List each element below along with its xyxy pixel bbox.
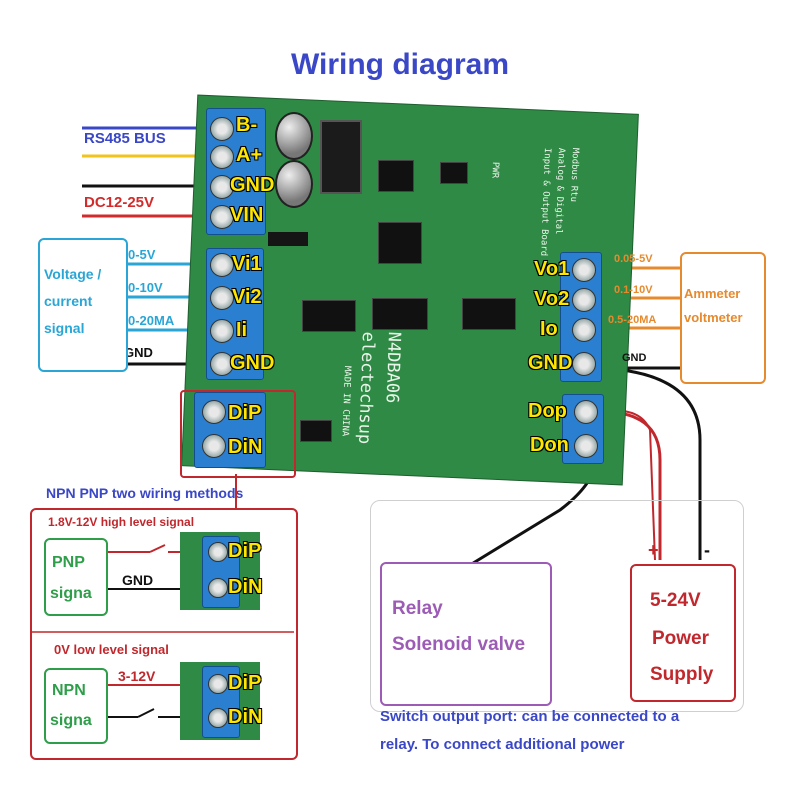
- chip-right: [462, 298, 516, 330]
- pin-vo2: Vo2: [534, 288, 570, 310]
- capacitor-top: [275, 112, 313, 160]
- relay-line1: Relay: [392, 598, 443, 619]
- screw: [202, 400, 226, 424]
- screw: [572, 258, 596, 282]
- pnp-gnd-label: GND: [122, 572, 154, 588]
- power-minus: -: [704, 540, 710, 560]
- rs485-label: RS485 BUS: [84, 130, 166, 147]
- pnp-label-2: signa: [50, 585, 92, 602]
- pin-gnd-output: GND: [528, 352, 573, 374]
- pin-io: Io: [540, 318, 558, 340]
- pnp-label-1: PNP: [52, 554, 85, 571]
- label-0-05-5v: 0.05-5V: [614, 253, 653, 265]
- screw: [202, 434, 226, 458]
- pin-vo1: Vo1: [534, 258, 570, 280]
- npn-box: [44, 668, 108, 744]
- meter-box-line1: Ammeter: [684, 286, 741, 301]
- pin-don: Don: [530, 434, 569, 456]
- pin-vin: VIN: [230, 204, 264, 226]
- meter-box: [680, 252, 766, 384]
- screw: [210, 175, 234, 199]
- diagram-title: Wiring diagram: [290, 48, 510, 81]
- label-0-10v: 0-10V: [128, 280, 163, 295]
- pin-b-minus: B-: [236, 114, 258, 136]
- high-level-label: 1.8V-12V high level signal: [48, 515, 195, 529]
- screw: [208, 578, 228, 598]
- chip-center: [372, 298, 428, 330]
- npn-pin-din: DiN: [228, 706, 263, 728]
- pin-din: DiN: [228, 436, 263, 458]
- power-plus: +: [648, 540, 659, 560]
- power-line1: 5-24V: [650, 590, 701, 611]
- npn-pin-dip: DiP: [228, 672, 262, 694]
- pin-dop: Dop: [528, 400, 567, 422]
- label-0-1-10v: 0.1-10V: [614, 284, 653, 296]
- pin-ii: Ii: [236, 319, 248, 341]
- npn-3-12v-label: 3-12V: [118, 668, 156, 684]
- dc-label: DC12-25V: [84, 194, 155, 211]
- npn-pnp-heading: NPN PNP two wiring methods: [46, 485, 244, 501]
- screw: [572, 288, 596, 312]
- pin-gnd-input: GND: [230, 352, 275, 374]
- button-switch: [300, 420, 332, 442]
- label-gnd-right: GND: [622, 352, 647, 364]
- label-0-20ma: 0-20MA: [128, 313, 175, 328]
- screw: [210, 205, 234, 229]
- voltage-regulator: [320, 120, 362, 194]
- pnp-pin-dip: DiP: [228, 540, 262, 562]
- pin-vi2: Vi2: [232, 286, 262, 308]
- screw: [210, 253, 234, 277]
- low-level-label: 0V low level signal: [54, 642, 169, 657]
- screw: [572, 318, 596, 342]
- input-box-line1: Voltage /: [44, 266, 102, 282]
- relay-box: [380, 562, 552, 706]
- screw: [208, 708, 228, 728]
- caption-line2: relay. To connect additional power: [380, 736, 625, 753]
- chip-left: [302, 300, 356, 332]
- screw: [208, 542, 228, 562]
- screw: [208, 674, 228, 694]
- pin-dip: DiP: [228, 402, 262, 424]
- pin-gnd-power: GND: [230, 174, 275, 196]
- meter-box-line2: voltmeter: [684, 310, 743, 325]
- screw: [210, 319, 234, 343]
- pin-vi1: Vi1: [232, 253, 262, 275]
- power-line2: Power: [652, 628, 710, 649]
- digital-input-highlight: [180, 390, 296, 478]
- chip-small-top: [378, 160, 414, 192]
- screw: [210, 286, 234, 310]
- screw: [574, 434, 598, 458]
- label-0-5-20ma: 0.5-20MA: [608, 314, 657, 326]
- npn-pnp-frame: [30, 508, 298, 760]
- capacitor-bottom: [275, 160, 313, 208]
- power-supply-box: [630, 564, 736, 702]
- npn-label-2: signa: [50, 712, 92, 729]
- pnp-box: [44, 538, 108, 616]
- screw: [210, 145, 234, 169]
- label-0-5v: 0-5V: [128, 247, 156, 262]
- power-line3: Supply: [650, 664, 714, 685]
- chip-tiny: [440, 162, 468, 184]
- chip-mid: [378, 222, 422, 264]
- output-area-frame: [370, 500, 744, 712]
- pnp-pin-din: DiN: [228, 576, 263, 598]
- screw: [574, 400, 598, 424]
- relay-line2: Solenoid valve: [392, 634, 526, 655]
- label-gnd-left: GND: [124, 345, 153, 360]
- pin-a-plus: A+: [236, 144, 263, 166]
- input-box-line2: current: [44, 293, 93, 309]
- inductor: [268, 232, 308, 246]
- screw: [572, 352, 596, 376]
- screw: [210, 117, 234, 141]
- input-box-line3: signal: [44, 320, 85, 336]
- npn-label-1: NPN: [52, 682, 86, 699]
- caption-line1: Switch output port: can be connected to …: [380, 708, 680, 725]
- input-signal-box: [38, 238, 128, 372]
- screw: [210, 352, 234, 376]
